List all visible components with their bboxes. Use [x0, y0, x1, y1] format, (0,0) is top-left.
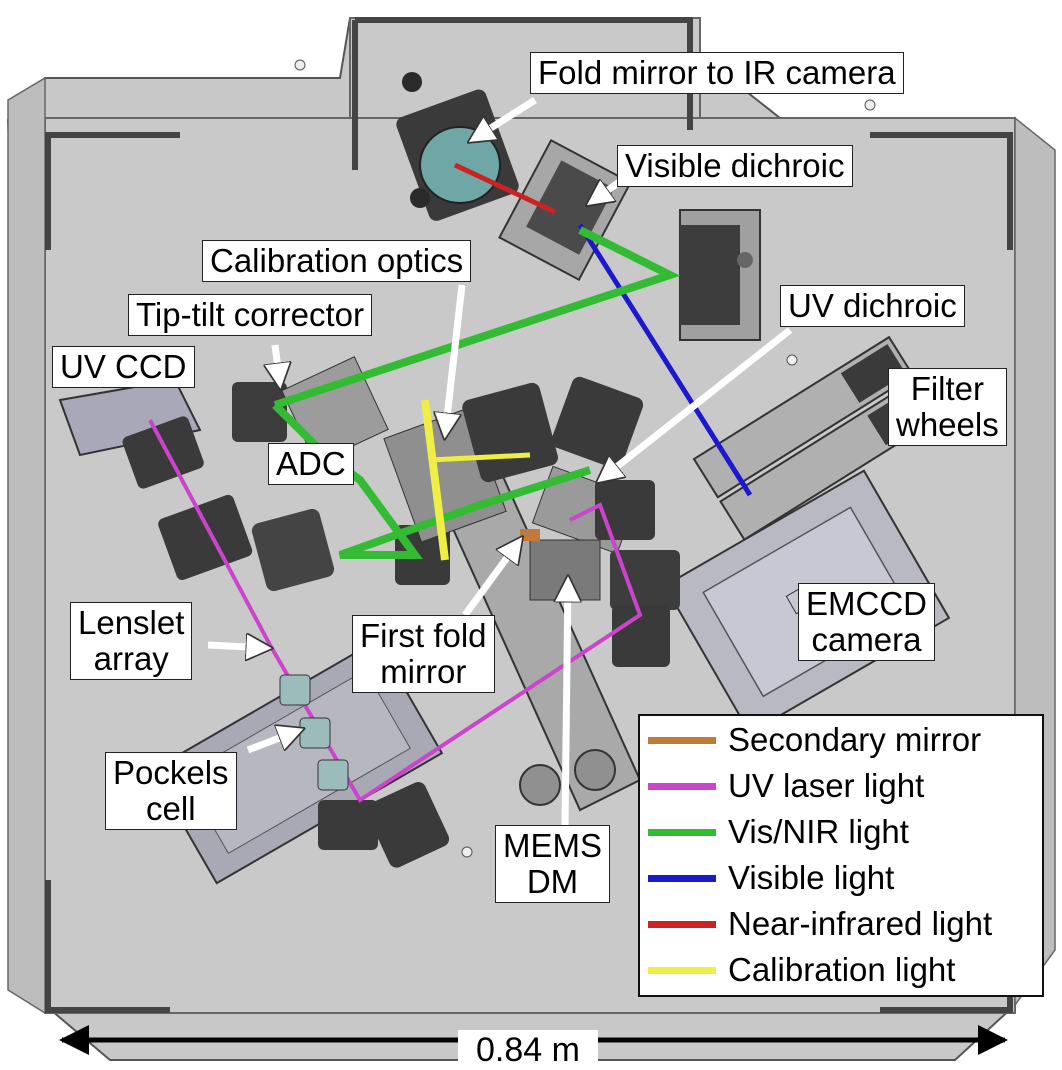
optic-mounts: [122, 356, 680, 868]
legend-swatch: [648, 782, 716, 790]
label-adc: ADC: [268, 443, 354, 485]
legend-item: Visible light: [648, 859, 895, 896]
legend-swatch: [648, 966, 716, 974]
legend-item: UV laser light: [648, 767, 925, 804]
legend-label: Visible light: [728, 859, 895, 896]
beams: [148, 162, 753, 803]
arrow-mems: [565, 580, 568, 826]
label-visible-dichroic: Visible dichroic: [617, 145, 853, 187]
label-uv-ccd: UV CCD: [52, 346, 195, 388]
legend-item: Calibration light: [648, 951, 956, 988]
legend-label: UV laser light: [728, 767, 925, 804]
label-pockels-line2: cell: [146, 790, 196, 827]
pointer-arrows: [207, 97, 793, 826]
legend-swatch: [648, 736, 716, 744]
arrow-tip-tilt: [275, 344, 280, 385]
label-first-fold: First fold mirror: [352, 615, 495, 693]
legend-item: Vis/NIR light: [648, 813, 909, 850]
label-pockels-line1: Pockels: [113, 754, 229, 791]
label-first-fold-line1: First fold: [360, 617, 487, 654]
legend-label: Near-infrared light: [728, 905, 993, 942]
label-emccd-line1: EMCCD: [806, 585, 927, 622]
ir-side-mount: [679, 209, 761, 341]
legend-item: Secondary mirror: [648, 721, 982, 758]
legend-label: Secondary mirror: [728, 721, 982, 758]
legend-swatch: [648, 874, 716, 882]
legend-item: Near-infrared light: [648, 905, 993, 942]
label-filter-wheels-line2: wheels: [896, 406, 999, 443]
label-emccd-line2: camera: [811, 621, 922, 658]
label-lenslet-line2: array: [93, 640, 169, 677]
label-tip-tilt: Tip-tilt corrector: [128, 294, 372, 336]
label-filter-wheels: Filter wheels: [888, 368, 1007, 446]
legend-label: Vis/NIR light: [728, 813, 909, 850]
arrow-calibration-optics: [445, 284, 466, 435]
label-calibration-optics: Calibration optics: [202, 240, 472, 282]
label-mems-line1: MEMS: [503, 827, 602, 864]
legend-label: Calibration light: [728, 951, 956, 988]
label-uv-dichroic: UV dichroic: [780, 285, 965, 327]
label-pockels: Pockels cell: [105, 752, 237, 830]
legend-swatch: [648, 828, 716, 836]
arrow-lenslet: [207, 645, 268, 648]
label-first-fold-line2: mirror: [380, 653, 467, 690]
label-mems: MEMS DM: [495, 825, 610, 903]
label-lenslet-line1: Lenslet: [78, 604, 185, 641]
arrow-fold-mirror-ir: [472, 97, 537, 140]
label-fold-mirror-ir: Fold mirror to IR camera: [530, 52, 904, 94]
legend-swatch: [648, 920, 716, 928]
arrow-uv-dichroic: [600, 327, 793, 480]
arrow-pockels: [246, 730, 300, 754]
label-emccd: EMCCD camera: [798, 583, 935, 661]
arrow-first-fold: [462, 540, 520, 618]
scale-bar-label: 0.84 m: [458, 1030, 598, 1070]
label-lenslet: Lenslet array: [70, 602, 193, 680]
label-mems-line2: DM: [526, 863, 579, 900]
label-filter-wheels-line1: Filter: [910, 370, 985, 407]
